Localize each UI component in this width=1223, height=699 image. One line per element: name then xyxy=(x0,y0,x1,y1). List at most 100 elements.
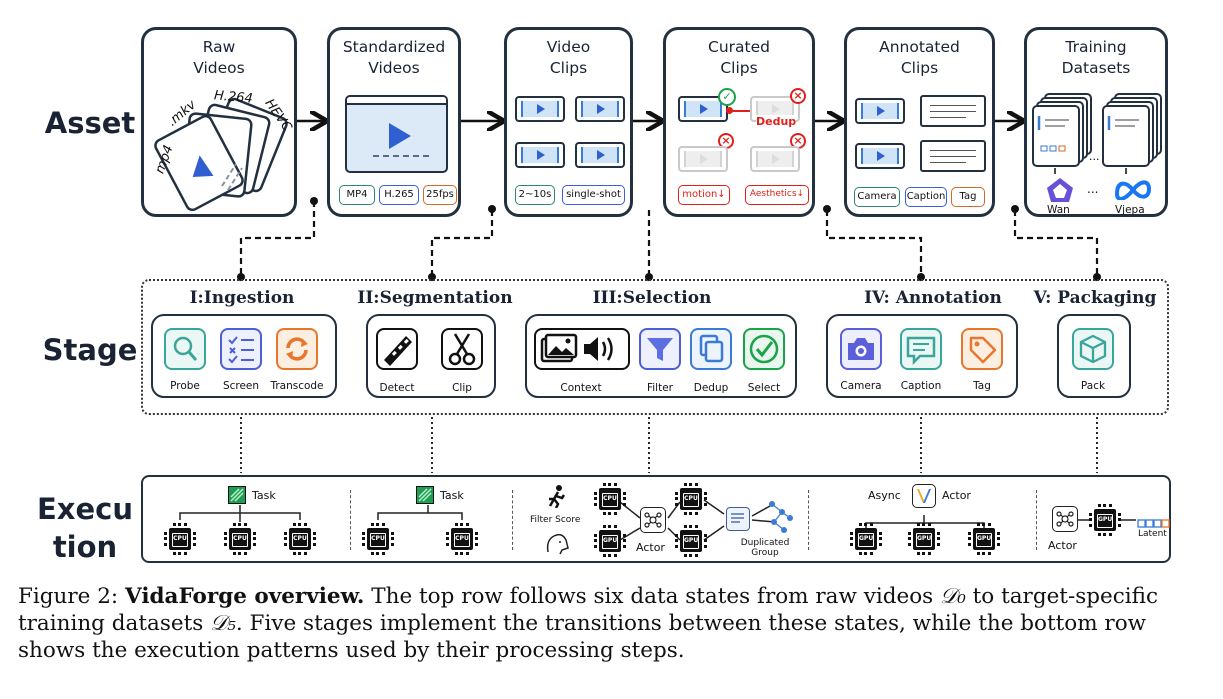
caption-text-1: The top row follows six data states from… xyxy=(371,584,941,609)
video-player-icon xyxy=(345,95,448,173)
graph-cluster-icon xyxy=(769,501,793,533)
cpu-label: CPU xyxy=(370,533,386,547)
video-clip-icon xyxy=(855,98,905,124)
play-icon xyxy=(389,123,411,149)
gpu-chip-icon: GPU xyxy=(1089,504,1121,536)
tag-h265: H.265 xyxy=(379,185,419,205)
actor-icon xyxy=(1052,506,1078,532)
text-annotation-icon xyxy=(920,140,986,172)
asset-title-line2: Videos xyxy=(193,59,245,77)
cpu-chip-icon: CPU xyxy=(594,483,626,515)
document-list-icon xyxy=(726,507,750,531)
cpu-label: CPU xyxy=(292,533,308,547)
video-clip-icon xyxy=(515,142,565,168)
scissors-icon xyxy=(441,328,483,370)
actor-icon xyxy=(640,507,666,533)
tag-caption: Caption xyxy=(905,187,947,207)
stage-item-filter: Filter xyxy=(646,382,673,394)
video-clip-icon xyxy=(515,96,565,122)
gpu-label: GPU xyxy=(683,535,699,549)
model-wan-label: Wan xyxy=(1047,204,1070,216)
task-icon xyxy=(228,486,246,504)
gpu-label: GPU xyxy=(916,533,932,547)
stage-item-probe: Probe xyxy=(170,380,200,392)
image-audio-icon xyxy=(534,328,630,370)
gpu-chip-icon: GPU xyxy=(675,525,707,557)
asset-title-line2: Datasets xyxy=(1061,59,1131,77)
caption-text-2: to target-specific training datasets xyxy=(18,584,1159,636)
asset-title-line1: Curated xyxy=(708,38,770,56)
tag-aesthetics: Aesthetics↓ xyxy=(745,185,809,205)
execution-links xyxy=(179,499,1136,541)
filter-score-label: Filter Score xyxy=(530,515,581,525)
stage-title-selection: III:Selection xyxy=(592,288,712,308)
reject-icon: × xyxy=(790,88,806,104)
stage-item-dedup: Dedup xyxy=(693,382,729,394)
asset-title: Video Clips xyxy=(507,37,630,79)
stage-item-caption: Caption xyxy=(900,380,942,392)
running-person-icon xyxy=(548,485,566,508)
model-vjepa-label: Vjepa xyxy=(1115,204,1145,216)
duplicated-line2: Group xyxy=(751,548,779,558)
asset-title-line2: Clips xyxy=(549,59,588,77)
duplicated-group-label: Duplicated Group xyxy=(740,538,790,558)
cpu-chip-icon: CPU xyxy=(675,483,707,515)
stage-item-tag: Tag xyxy=(973,380,991,392)
cpu-label: CPU xyxy=(172,533,188,547)
stage-item-camera: Camera xyxy=(840,380,882,392)
tag-mp4: MP4 xyxy=(339,185,375,205)
caption-d5: 𝒟₅ xyxy=(210,611,236,636)
cpu-label: CPU xyxy=(683,493,699,507)
asset-raw-videos: Raw Videos mp4 .mkv H.264 HEVC xyxy=(141,27,297,217)
cpu-chip-icon: CPU xyxy=(362,523,394,555)
row-label-asset: Asset xyxy=(44,106,136,140)
row-label-execution: Execu tion xyxy=(30,490,140,566)
search-icon xyxy=(164,328,206,370)
asset-title: Curated Clips xyxy=(666,37,812,79)
tag-single-shot: single-shot xyxy=(562,185,625,205)
asset-title-line1: Standardized xyxy=(342,38,446,56)
gpu-label: GPU xyxy=(858,533,874,547)
camera-icon xyxy=(840,328,882,370)
caption-figure-number: Figure 2: xyxy=(18,584,119,609)
gpu-label: GPU xyxy=(976,533,992,547)
asset-title: Annotated Clips xyxy=(847,37,992,79)
tag-motion: motion↓ xyxy=(678,185,730,205)
stage-item-context: Context xyxy=(560,382,602,394)
caption-d0: 𝒟₀ xyxy=(940,584,966,609)
asset-title-line2: Clips xyxy=(720,59,758,77)
stage-item-select: Select xyxy=(747,382,781,394)
stage-item-screen: Screen xyxy=(222,380,260,392)
gpu-label: GPU xyxy=(602,535,618,549)
asset-video-clips: Video Clips 2~10s single-shot xyxy=(504,27,633,217)
video-clip-icon xyxy=(855,143,905,169)
stage-frame xyxy=(141,279,1169,415)
stage-item-pack: Pack xyxy=(1080,380,1106,392)
asset-standardized-videos: Standardized Videos MP4 H.265 25fps xyxy=(327,27,461,217)
asset-curated-clips: Curated Clips ✓ × Dedup × × motion↓ Aest… xyxy=(663,27,815,217)
cpu-chip-icon: CPU xyxy=(446,523,478,555)
video-clip-rejected-icon xyxy=(750,146,800,172)
execution-separator xyxy=(808,490,809,550)
cpu-chip-icon: CPU xyxy=(164,523,196,555)
cpu-chip-icon: CPU xyxy=(284,523,316,555)
asset-title-line1: Video xyxy=(546,38,591,56)
latent-vector-icon xyxy=(1137,514,1171,528)
chat-icon xyxy=(900,328,942,370)
row-label-stage: Stage xyxy=(42,333,138,367)
tag-icon xyxy=(961,328,1003,370)
refresh-icon xyxy=(276,328,318,370)
svg-text:...: ... xyxy=(1089,150,1100,163)
gpu-chip-icon: GPU xyxy=(968,523,1000,555)
cpu-label: CPU xyxy=(602,493,618,507)
dedup-dot xyxy=(726,107,733,114)
latent-label: Latent xyxy=(1138,529,1167,539)
row-label-execution-line1: Execu xyxy=(36,492,134,526)
figure-caption: Figure 2: VidaForge overview. The top ro… xyxy=(18,583,1213,664)
asset-title-line1: Training xyxy=(1065,38,1127,56)
asset-title: Training Datasets xyxy=(1027,37,1165,79)
asset-title: Standardized Videos xyxy=(330,37,458,79)
video-clip-icon xyxy=(575,96,625,122)
actor-label: Actor xyxy=(636,541,665,554)
duplicated-line1: Duplicated xyxy=(740,538,790,548)
